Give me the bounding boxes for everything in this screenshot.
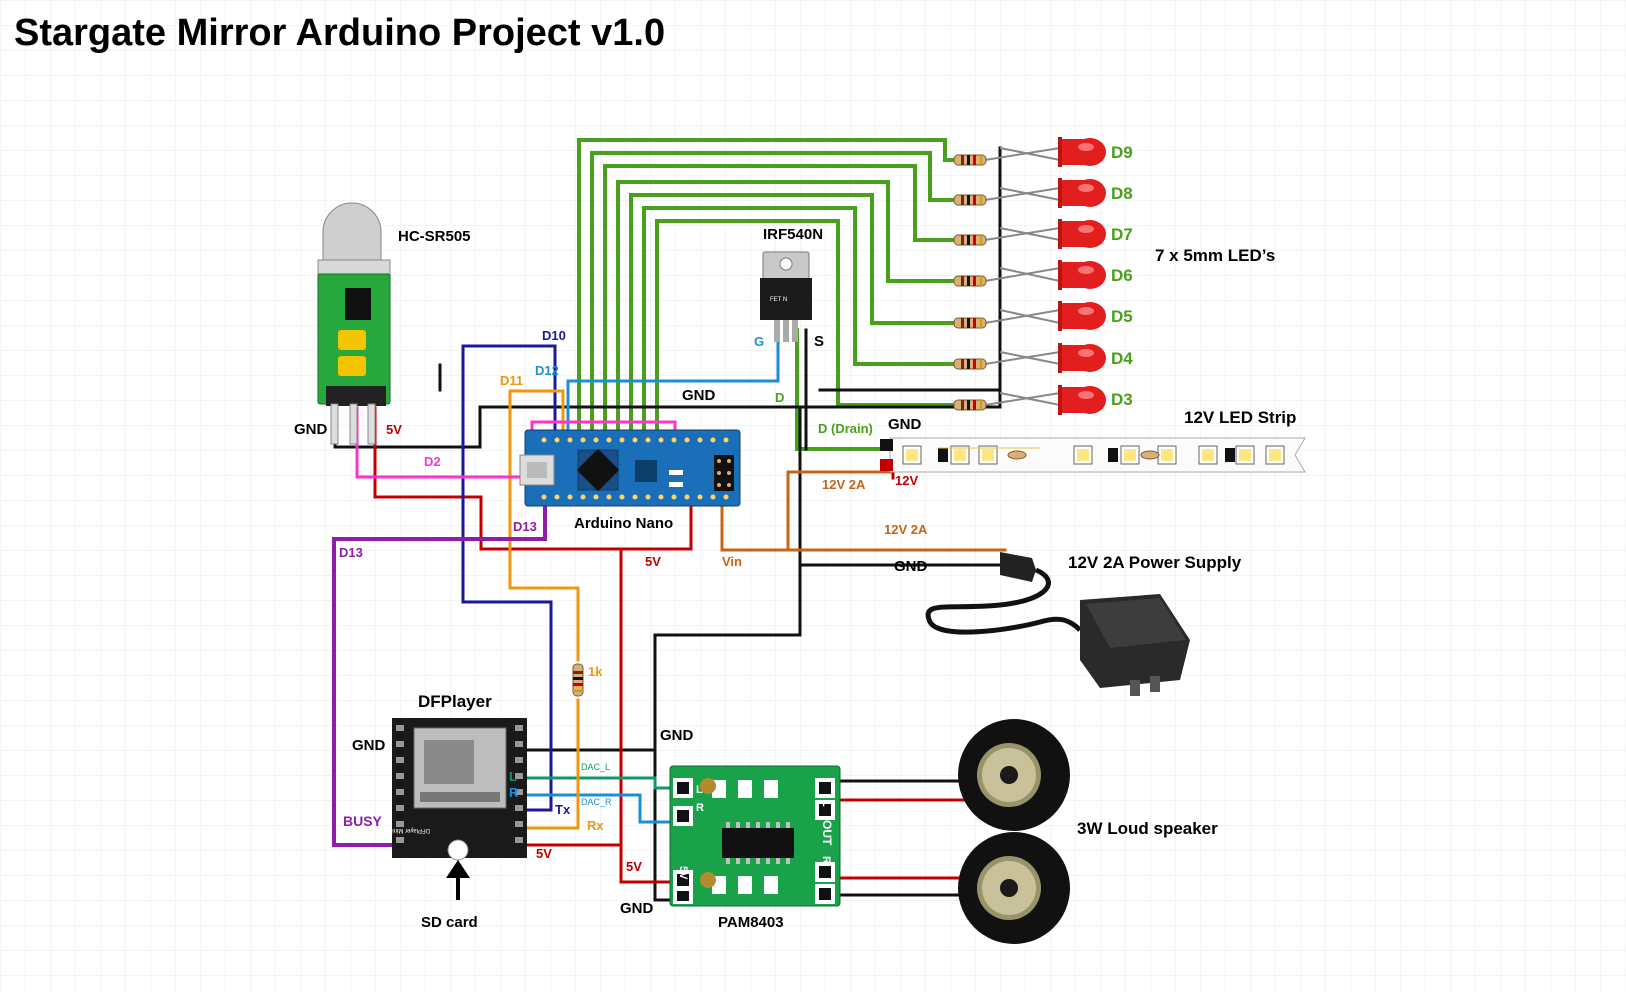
led-array: D9 D8 D7 D6 D5 D4 D3 [953,137,1133,415]
wire-label-d12: D12 [535,363,559,378]
led-strip-label: 12V LED Strip [1184,408,1296,427]
led-d8 [1058,178,1106,208]
pam-gnd-label: GND [620,900,654,917]
pir-vcc-label: 5V [386,422,402,437]
wire-label-d2: D2 [424,454,441,469]
wire-label-5v: 5V [645,554,661,569]
pir-gnd-label: GND [294,421,328,438]
power-supply [925,552,1190,696]
arduino-nano [519,429,741,507]
strip-drain-label: D (Drain) [818,421,873,436]
dfplayer-l-label: L [509,769,517,784]
psu-12v-label: 12V 2A [884,522,928,537]
wire-label-d13-nano: D13 [513,519,537,534]
page-title: Stargate Mirror Arduino Project v1.0 [14,12,665,54]
pam-pin-l: L [696,784,703,796]
dfplayer-rx-label: Rx [587,818,604,833]
led-d3 [1058,385,1106,415]
led-label-d8: D8 [1111,184,1133,203]
mosfet-source-label: S [814,333,824,350]
mosfet-drain-label: D [775,390,784,405]
wire-label-d10: D10 [542,328,566,343]
vcc-wires [373,406,967,884]
gnd-wires [333,146,1012,902]
pam-pin-l-out: L [820,800,832,807]
speaker-left [958,719,1070,831]
dfplayer-chip-label: DFPlayer Mini [392,827,430,833]
wire-label-vin: Vin [722,554,742,569]
pam-pin-r: R [696,802,704,814]
led-label-d6: D6 [1111,266,1133,285]
arduino-label: Arduino Nano [574,515,673,532]
mosfet-marking: FET N [770,297,787,303]
wires [332,138,1012,902]
led-label-d5: D5 [1111,307,1133,326]
dfplayer-busy-label: BUSY [343,813,383,829]
led-d9 [1058,137,1106,167]
sd-card-arrow-icon [446,860,470,900]
psu-label: 12V 2A Power Supply [1068,553,1242,572]
wire-label-d11: D11 [500,373,523,388]
led-label-d3: D3 [1111,390,1133,409]
led-d5 [1058,301,1106,331]
mosfet: FET N [760,251,812,342]
led-d4 [1058,343,1106,373]
led-label-d7: D7 [1111,225,1133,244]
pir-sensor [317,202,391,445]
pam8403 [669,765,841,907]
led-label-d4: D4 [1111,349,1133,368]
pam-pin-r-out: R [820,856,832,864]
led-d6 [1058,260,1106,290]
mosfet-label: IRF540N [763,226,823,243]
resistor-label: 1k [588,664,603,679]
led-caption: 7 x 5mm LED’s [1155,246,1275,265]
resistor-1k [572,663,584,697]
psu-gnd-label: GND [894,558,928,575]
dfplayer-vcc-label: 5V [536,846,552,861]
pam8403-label: PAM8403 [718,914,784,931]
drain-wire [795,328,892,451]
dfplayer: DFPlayer Mini [392,718,527,861]
dfplayer-tx-label: Tx [555,802,571,817]
led-strip [880,437,1306,473]
sd-card-label: SD card [421,914,478,931]
wire-label-strip-12v: 12V 2A [822,477,866,492]
pam-out-label: OUT [820,820,834,846]
strip-gnd-label: GND [888,416,922,433]
wire-label-gnd-mid: GND [660,727,694,744]
dfplayer-label: DFPlayer [418,692,492,711]
dfplayer-gnd-label: GND [352,737,386,754]
wire-label-dac-l: DAC_L [581,762,610,772]
led-d7 [1058,219,1106,249]
speaker-label: 3W Loud speaker [1077,819,1218,838]
pir-label: HC-SR505 [398,228,471,245]
speaker-right [958,832,1070,944]
wire-label-d13-left: D13 [339,545,363,560]
wire-label-dac-r: DAC_R [581,797,612,807]
wire-label-gnd-top: GND [682,387,716,404]
strip-plus-label: 12V [895,473,918,488]
dfplayer-r-label: R [509,785,519,800]
led-label-d9: D9 [1111,143,1133,162]
pam-vcc-label: 5V [626,859,642,874]
led-wires [577,138,962,451]
pam-pin-5v: 5V [677,866,689,880]
mosfet-gate-label: G [754,334,764,349]
